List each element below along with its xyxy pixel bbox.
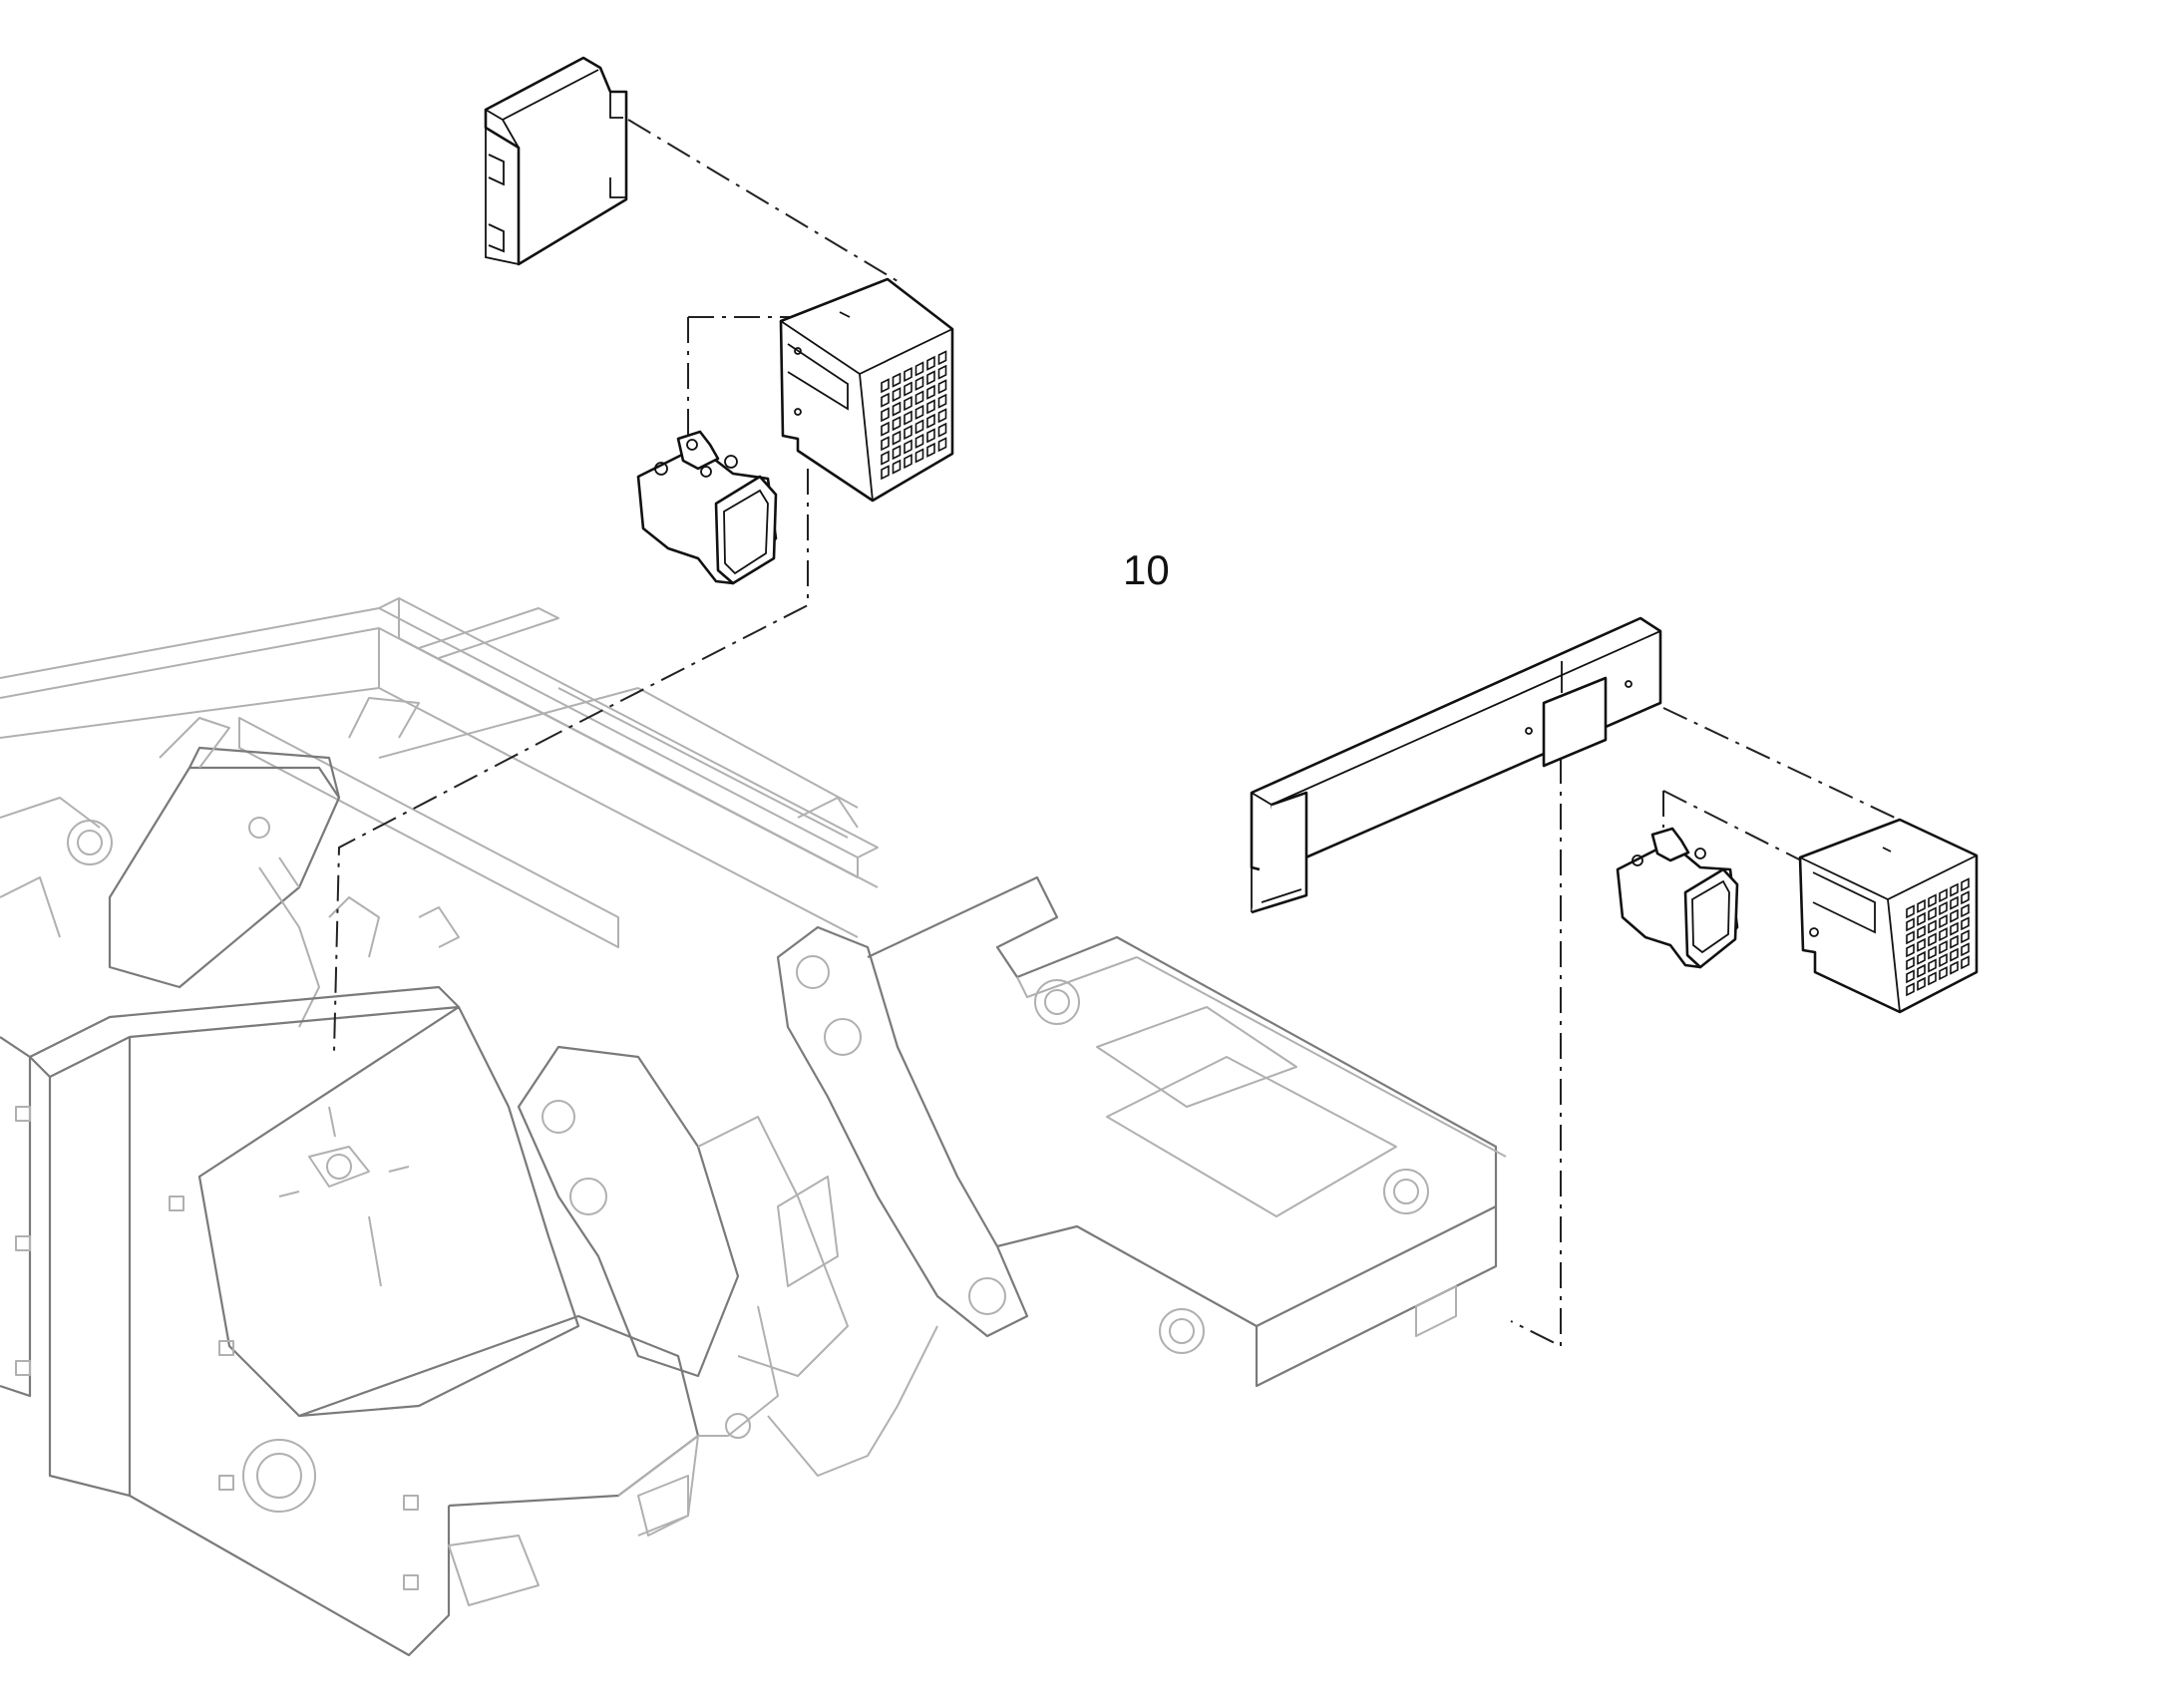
grille-cell — [904, 425, 912, 441]
grille-cell — [904, 381, 912, 397]
grille-cell — [1928, 971, 1937, 986]
grille-cell — [937, 422, 947, 438]
grille-cell — [904, 410, 912, 426]
grille-cell — [881, 465, 890, 481]
grille-cell — [892, 416, 902, 432]
grille-cell — [1917, 963, 1926, 978]
grille-top — [881, 350, 947, 481]
grille-cell — [937, 364, 947, 380]
grille-cell — [914, 404, 924, 420]
grille-cell — [881, 407, 890, 423]
grille-cell — [1950, 908, 1959, 923]
grille-cell — [1950, 882, 1959, 897]
grille-cell — [937, 408, 947, 424]
grille-cell — [892, 430, 902, 446]
grille-cell — [892, 372, 902, 388]
grille-cell — [904, 367, 912, 383]
grille-cell — [1961, 942, 1970, 957]
grille-cell — [1917, 924, 1926, 939]
grille-cell — [1939, 966, 1948, 981]
grille-cell — [1939, 953, 1948, 968]
grille-cell — [1939, 940, 1948, 955]
grille-cell — [914, 419, 924, 435]
grille-cell — [1906, 982, 1915, 997]
grille-cell — [904, 454, 912, 470]
grille-cell — [926, 413, 935, 429]
grille-cell — [926, 370, 935, 386]
machine-frame — [0, 597, 1507, 1657]
grille-cell — [926, 384, 935, 400]
grille-right — [1906, 877, 1970, 997]
grille-cell — [1939, 888, 1948, 903]
grille-cell — [1961, 890, 1970, 905]
grille-cell — [1917, 950, 1926, 965]
grille-cell — [1950, 960, 1959, 975]
grille-cell — [892, 445, 902, 461]
grille-cell — [926, 355, 935, 371]
grille-cell — [1939, 901, 1948, 916]
grille-cell — [1961, 916, 1970, 931]
grille-cell — [914, 390, 924, 406]
grille-cell — [1917, 976, 1926, 991]
grille-cell — [904, 439, 912, 455]
grille-cell — [914, 448, 924, 464]
grille-cell — [1939, 914, 1948, 929]
grille-cell — [1939, 927, 1948, 942]
grille-cell — [892, 401, 902, 417]
grille-cell — [926, 442, 935, 458]
grille-cell — [1950, 947, 1959, 962]
mounting-bar-right — [1250, 616, 1662, 914]
grille-cell — [1906, 969, 1915, 984]
grille-cell — [1961, 877, 1970, 892]
grille-cell — [1906, 904, 1915, 919]
callout-10: 10 — [1123, 546, 1170, 593]
mounting-bracket-top — [484, 56, 628, 266]
grille-cell — [1917, 911, 1926, 926]
grille-cell — [1906, 930, 1915, 945]
grille-cell — [1906, 917, 1915, 932]
grille-cell — [1928, 919, 1937, 934]
grille-cell — [937, 379, 947, 395]
grille-cell — [926, 428, 935, 444]
grille-cell — [937, 350, 947, 366]
phantom-lines — [333, 119, 1896, 1348]
grille-cell — [1950, 895, 1959, 910]
work-lamp-right — [1616, 827, 1739, 969]
grille-cell — [1906, 956, 1915, 971]
grille-cell — [1917, 898, 1926, 913]
grille-cell — [881, 378, 890, 394]
grille-cell — [1961, 929, 1970, 944]
grille-cell — [937, 437, 947, 453]
grille-cell — [1961, 955, 1970, 970]
grille-cell — [914, 375, 924, 391]
grille-cell — [1906, 943, 1915, 958]
grille-cell — [1928, 932, 1937, 947]
beacon-housing-right — [1798, 818, 1979, 1014]
grille-cell — [904, 396, 912, 412]
beacon-housing-top — [779, 277, 954, 503]
grille-cell — [1928, 906, 1937, 921]
grille-cell — [1950, 921, 1959, 936]
grille-cell — [881, 421, 890, 437]
grille-cell — [892, 459, 902, 475]
grille-cell — [1917, 937, 1926, 952]
grille-cell — [881, 392, 890, 408]
grille-cell — [1928, 945, 1937, 960]
grille-cell — [881, 450, 890, 466]
grille-cell — [914, 433, 924, 449]
grille-cell — [1928, 893, 1937, 908]
grille-cell — [914, 361, 924, 377]
grille-cell — [1950, 934, 1959, 949]
grille-cell — [937, 393, 947, 409]
work-lamp-top — [636, 430, 778, 585]
grille-cell — [926, 399, 935, 415]
grille-cell — [892, 387, 902, 403]
grille-cell — [881, 436, 890, 452]
grille-cell — [1928, 958, 1937, 973]
grille-cell — [1961, 903, 1970, 918]
